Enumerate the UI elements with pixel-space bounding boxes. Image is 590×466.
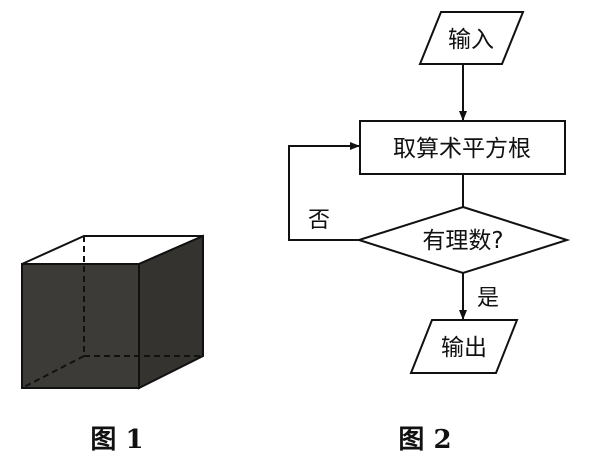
decision-label: 有理数?: [422, 228, 503, 254]
process-rectangle: [359, 120, 566, 175]
cube-right-face: [138, 234, 204, 390]
figure-1-caption: 图 1: [90, 425, 143, 455]
figure-1-cube: 图 1: [21, 234, 204, 455]
output-label: 输出: [441, 335, 487, 361]
yes-label: 是: [477, 286, 499, 311]
input-label: 输入: [448, 27, 494, 53]
output-parallelogram: [409, 319, 519, 374]
no-label: 否: [308, 208, 330, 233]
cube-front-face: [21, 263, 140, 389]
figure-2-flowchart: 输入 取算术平方根 有理数? 否 是 输出 图 2: [288, 11, 571, 455]
input-parallelogram: [418, 11, 525, 65]
no-branch-loop: [288, 142, 360, 241]
figure-2-caption: 图 2: [398, 425, 451, 455]
process-label: 取算术平方根: [393, 136, 531, 162]
cube-hidden-edge-left-bottom: [21, 355, 85, 389]
